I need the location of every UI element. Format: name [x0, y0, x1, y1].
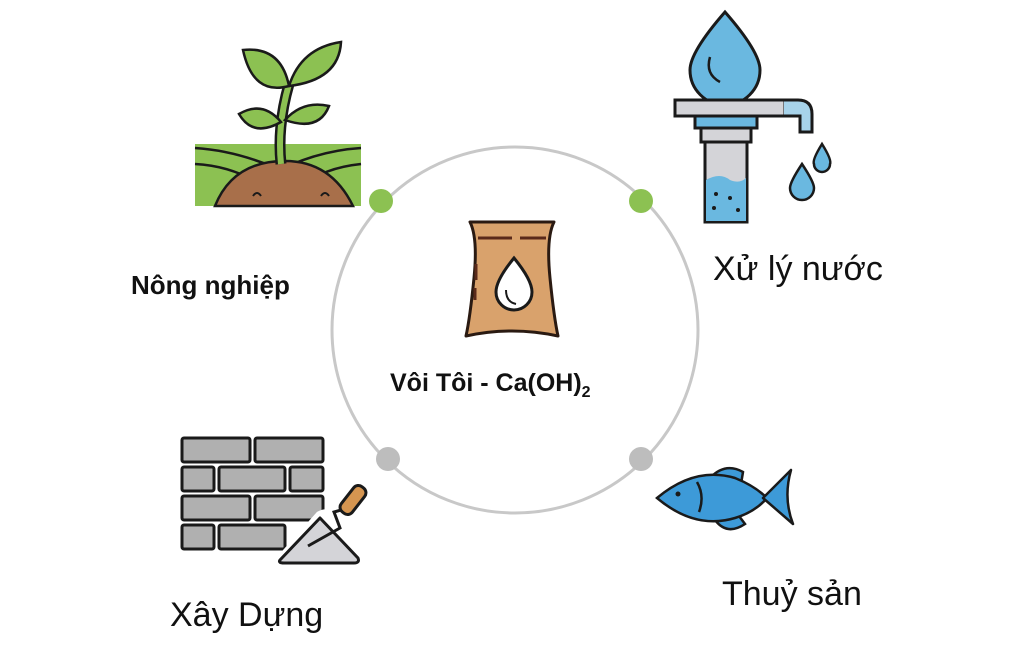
- center-title-text: Vôi Tôi - Ca(OH): [390, 369, 582, 397]
- brick-wall-trowel-icon: [180, 436, 368, 568]
- sprout-icon: [194, 40, 362, 208]
- label-water-treatment: Xử lý nước: [713, 250, 883, 288]
- lime-bag-icon: [464, 220, 560, 338]
- fish-icon: [655, 466, 795, 531]
- center-title-subscript: 2: [581, 384, 591, 401]
- center-title: Vôi Tôi - Ca(OH)2: [390, 369, 591, 402]
- label-agriculture: Nông nghiệp: [131, 270, 290, 300]
- water-filter-icon: [673, 9, 832, 224]
- label-aquaculture: Thuỷ sản: [722, 575, 862, 613]
- label-construction: Xây Dựng: [170, 596, 324, 634]
